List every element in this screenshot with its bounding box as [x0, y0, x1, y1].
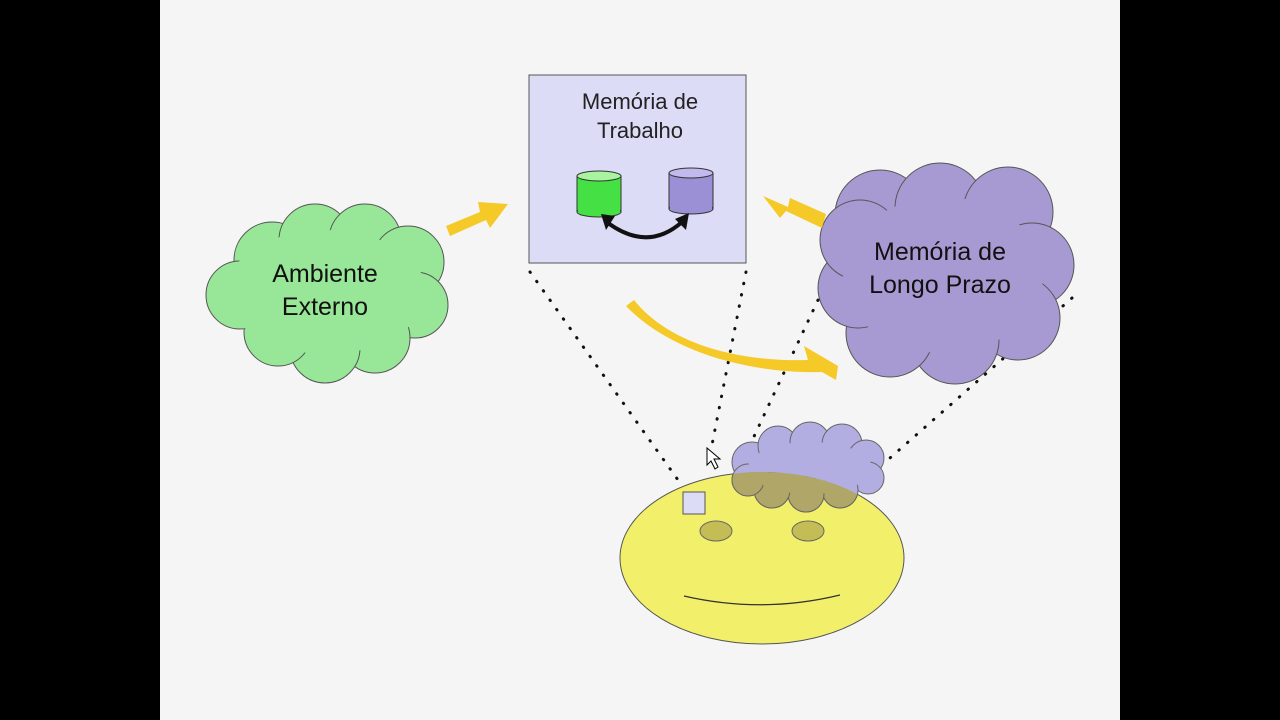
arrow-environment-to-working-memory	[446, 202, 508, 236]
external-environment-label: Ambiente Externo	[272, 260, 378, 321]
mouse-cursor-icon	[706, 446, 722, 470]
arrow-working-memory-to-long-term	[626, 300, 838, 380]
dotted-connectors	[528, 270, 1074, 482]
working-memory-label: Memória de Trabalho	[581, 89, 699, 143]
mouth	[683, 594, 841, 606]
dotted-line-wm-left	[528, 270, 680, 482]
dotted-line-lp-right	[880, 296, 1074, 467]
long-term-memory-label: Memória de Longo Prazo	[869, 238, 1011, 299]
left-eye	[699, 520, 733, 542]
right-eye	[791, 520, 825, 542]
green-cylinder-icon	[576, 170, 622, 218]
diagram-canvas	[205, 74, 1075, 645]
long-term-memory-cloud-fill	[843, 197, 1043, 353]
forehead-square	[682, 491, 706, 515]
dotted-line-wm-right	[708, 270, 748, 457]
arrow-long-term-to-working-memory	[763, 196, 826, 228]
purple-cylinder-icon	[668, 167, 714, 215]
slide: Memória de Trabalho Ambiente Externo Mem…	[160, 0, 1120, 720]
dotted-line-lp-left	[748, 298, 820, 447]
working-memory-box	[528, 74, 747, 264]
exchange-arrow-icon	[601, 213, 689, 240]
external-environment-cloud-fill	[226, 230, 426, 354]
